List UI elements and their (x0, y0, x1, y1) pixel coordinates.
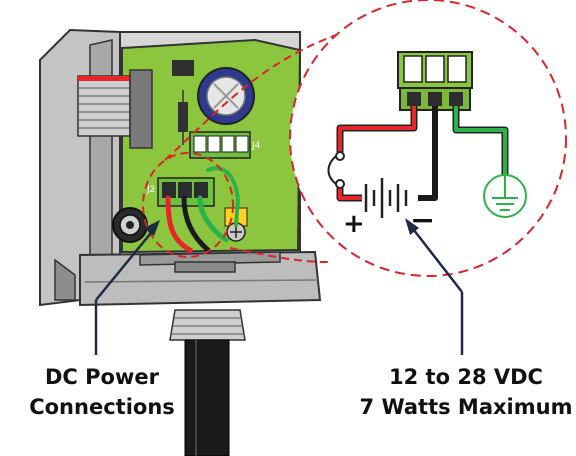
board-wires (165, 166, 241, 268)
voltage-rating-label: 12 to 28 VDC 7 Watts Maximum (356, 362, 576, 422)
j2-callout-circle (142, 152, 234, 258)
terminal-block-icon (397, 51, 473, 111)
ic-chip (172, 60, 194, 76)
voltage-label-line2: 7 Watts Maximum (359, 395, 573, 419)
j4-terminal-block (189, 131, 251, 159)
magnified-callout-circle (289, 0, 567, 277)
ground-symbol-icon (483, 174, 527, 218)
schematic-wires (336, 106, 509, 202)
plus-sign: + (343, 209, 365, 239)
capacitor (197, 67, 255, 125)
grommet (112, 207, 148, 243)
label-pointers (94, 224, 464, 355)
switch-symbol-icon (327, 151, 345, 189)
j2-label: J2 (146, 185, 155, 195)
ribbon-cable-connector (77, 69, 153, 149)
cable-assembly (139, 251, 281, 456)
voltage-label-line1: 12 to 28 VDC (389, 365, 543, 389)
callout-leaders (164, 29, 351, 263)
pointer-arrowheads (144, 218, 419, 236)
j4-label: J4 (251, 141, 261, 151)
battery-symbol-icon (364, 178, 408, 218)
minus-sign: − (410, 203, 435, 238)
dc-power-connections-label: DC Power Connections (22, 362, 182, 422)
dc-power-label-line2: Connections (29, 395, 175, 419)
dc-power-label-line1: DC Power (45, 365, 159, 389)
